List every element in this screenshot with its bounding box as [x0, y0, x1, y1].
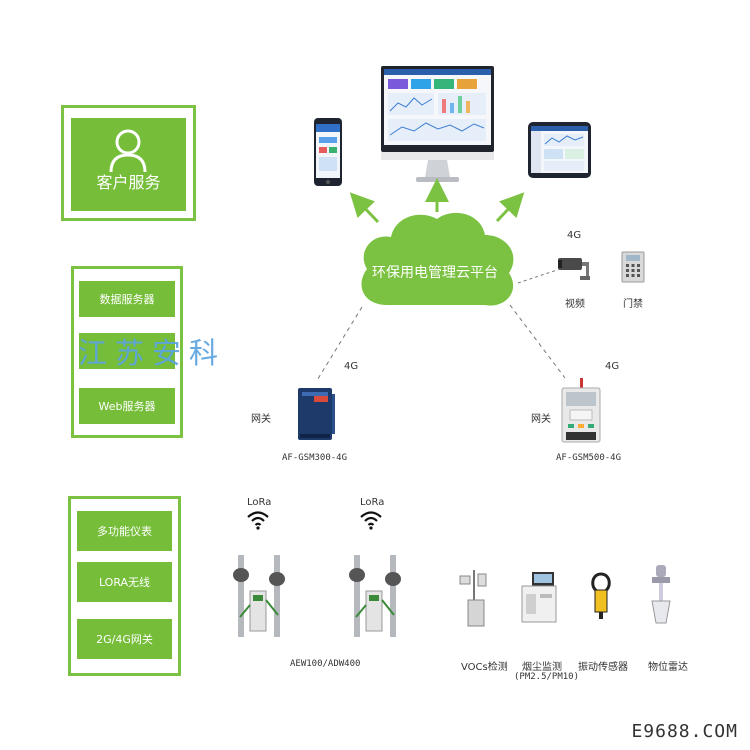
- customer-service-label: 客户服务: [96, 173, 161, 192]
- customer-service-panel: 客户服务: [61, 105, 196, 221]
- gateway-300-role: 网关: [251, 414, 271, 425]
- wifi-icon-2: [360, 511, 382, 530]
- app-server-tile[interactable]: [79, 333, 175, 369]
- web-server-tile[interactable]: Web服务器: [79, 388, 175, 424]
- lora-label-2: LoRa: [360, 497, 385, 508]
- meter-model-label: AEW100/ADW400: [290, 659, 361, 669]
- vibration-sensor-icon: [591, 572, 611, 619]
- web-server-label: Web服务器: [98, 400, 156, 413]
- user-icon: [109, 129, 147, 173]
- watermark-text: 江苏安科: [78, 336, 227, 370]
- cloud-platform-label: 环保用电管理云平台: [372, 265, 498, 281]
- cloud-shape: [361, 212, 514, 306]
- sensor-vocs-label: VOCs检测: [461, 662, 508, 673]
- link-to-gateway-300: [315, 306, 363, 383]
- access-control-label: 门禁: [623, 299, 643, 310]
- lora-wireless-label: LORA无线: [98, 576, 151, 589]
- arrow-to-phone: [349, 192, 380, 224]
- gateway-300-model: AF-GSM300-4G: [282, 453, 348, 463]
- footer-watermark: E9688.COM: [631, 721, 738, 742]
- tablet-icon: [528, 122, 591, 178]
- access-control-icon: [621, 251, 645, 283]
- gateway-300-net: 4G: [344, 361, 359, 372]
- smartphone-icon: [314, 118, 342, 186]
- meter-assembly-1-icon: [233, 555, 285, 637]
- monitor-icon: [381, 66, 494, 182]
- gateway-500-role: 网关: [531, 414, 551, 425]
- sensor-vibration-label: 振动传感器: [578, 662, 628, 673]
- data-server-tile[interactable]: 数据服务器: [79, 281, 175, 317]
- servers-panel: 数据服务器 Web服务器: [71, 266, 183, 438]
- wifi-icon-1: [247, 511, 269, 530]
- video-label: 视频: [565, 299, 585, 310]
- gateway-500-model: AF-GSM500-4G: [556, 453, 622, 463]
- gateway-tile[interactable]: 2G/4G网关: [77, 619, 172, 659]
- gateway-300-device-icon: [298, 388, 335, 440]
- dust-monitor-icon: [521, 572, 557, 623]
- data-server-label: 数据服务器: [99, 293, 155, 306]
- multifunction-meter-label: 多功能仪表: [97, 525, 152, 538]
- devices-panel: 多功能仪表 LORA无线 2G/4G网关: [68, 496, 181, 676]
- network-label-top: 4G: [567, 230, 582, 241]
- multifunction-meter-tile[interactable]: 多功能仪表: [77, 511, 172, 551]
- gateway-500-net: 4G: [605, 361, 620, 372]
- sensor-dust-sub: (PM2.5/PM10): [514, 672, 580, 682]
- link-to-camera: [517, 269, 558, 284]
- lora-wireless-tile[interactable]: LORA无线: [77, 562, 172, 602]
- vocs-detector-icon: [459, 570, 487, 627]
- gateway-500-device-icon: [561, 378, 601, 443]
- meter-assembly-2-icon: [349, 555, 401, 637]
- lora-label-1: LoRa: [247, 497, 272, 508]
- gateway-tile-label: 2G/4G网关: [96, 633, 153, 646]
- sensor-radar-label: 物位雷达: [648, 662, 688, 673]
- customer-service-tile[interactable]: 客户服务: [71, 118, 186, 211]
- arrow-to-tablet: [495, 192, 525, 223]
- level-radar-icon: [651, 565, 671, 624]
- camera-icon: [558, 258, 590, 280]
- sensor-dust-label: 烟尘监测: [522, 662, 562, 673]
